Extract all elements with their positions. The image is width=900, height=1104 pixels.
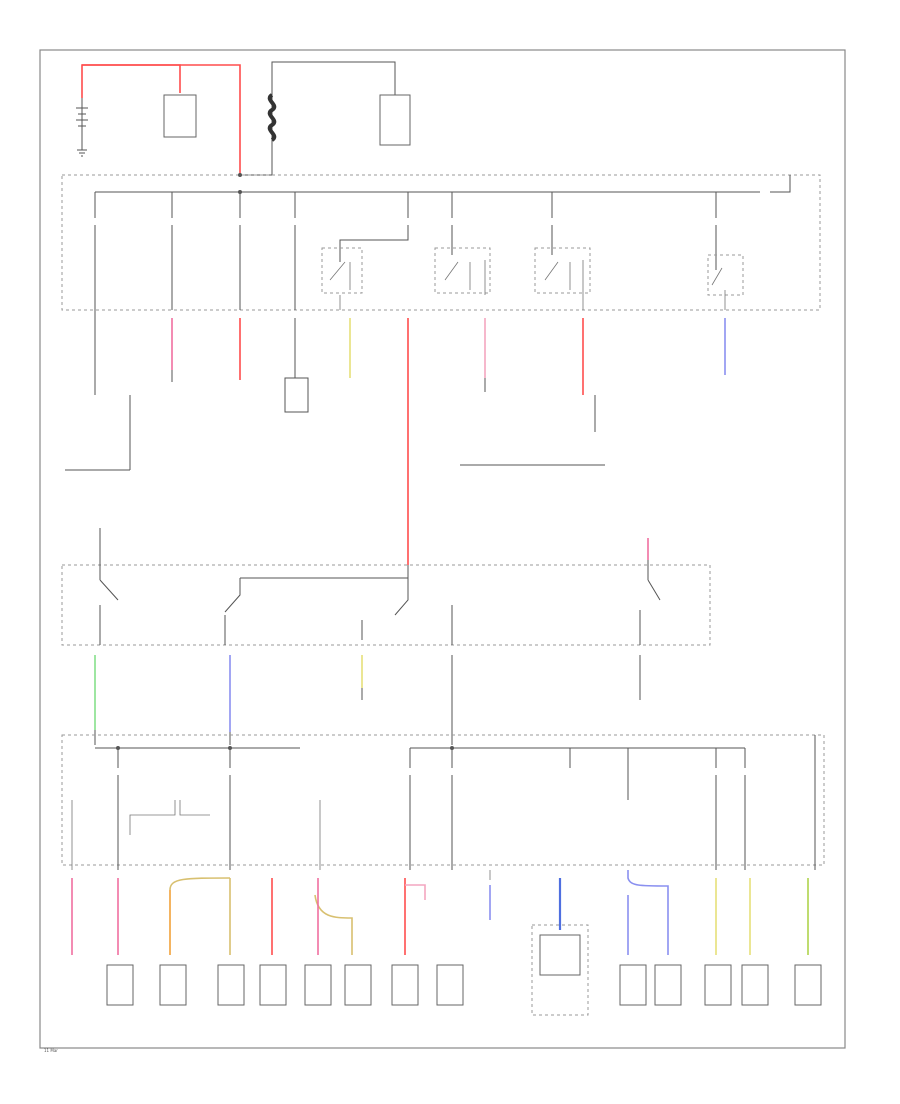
ignition-outputs [94,655,641,745]
diagram-frame [39,49,846,1049]
bottom-wires [71,870,809,955]
interior-fuse-box [61,734,825,866]
interior-fuses [71,735,816,880]
ignition-feed [240,565,409,579]
top-box-outputs [65,310,726,565]
fusible-link-group [240,61,396,176]
battery-group [76,64,241,175]
bottom-load-boxes [106,924,822,1016]
ignition-switch-box [61,564,711,646]
power-distribution-box [61,174,821,311]
starter-box [163,94,197,138]
footer-code: 11 Mar [44,1048,58,1053]
fuse-row-top [94,175,791,310]
relay-row-top [321,247,744,310]
generator-box [379,94,411,146]
ignition-switches [99,560,661,645]
